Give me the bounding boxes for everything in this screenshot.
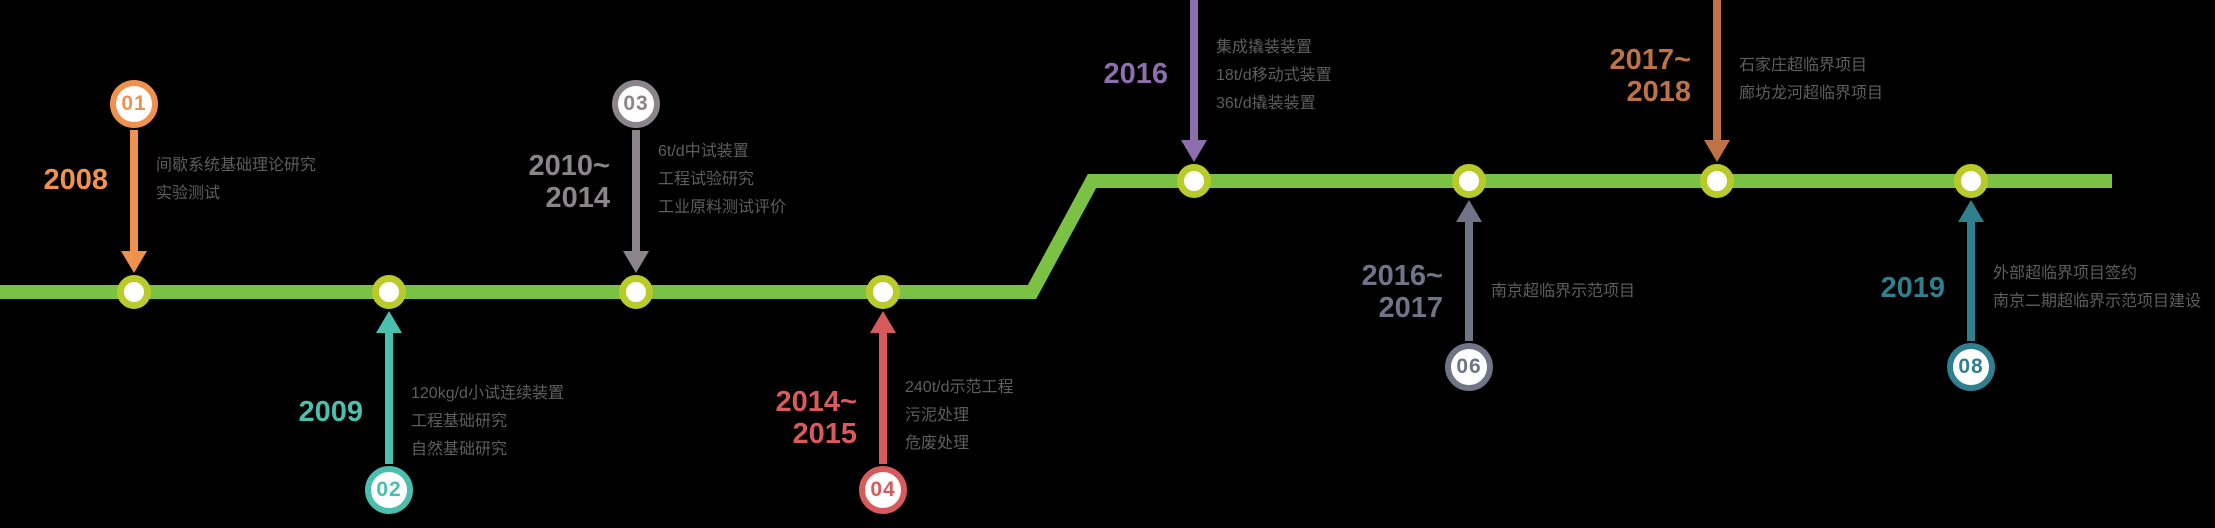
arrow-up-icon [385, 333, 393, 464]
arrowhead-down-icon [1181, 140, 1207, 162]
milestone-number: 08 [1958, 355, 1984, 378]
arrowhead-up-icon [1456, 200, 1482, 222]
milestone-year: 2008 [43, 164, 108, 196]
arrowhead-up-icon [1958, 200, 1984, 222]
timeline-node [1954, 164, 1988, 198]
milestone-number-badge: 02 [365, 466, 413, 514]
milestone-year: 2019 [1880, 272, 1945, 304]
milestone-number: 01 [121, 92, 147, 115]
milestone-description: 120kg/d小试连续装置 工程基础研究 自然基础研究 [411, 385, 564, 458]
arrow-up-icon [1465, 222, 1473, 341]
arrowhead-up-icon [376, 311, 402, 333]
milestone-year: 2016 [1103, 58, 1168, 90]
milestone-number: 04 [870, 478, 896, 501]
arrow-down-icon [1190, 0, 1198, 140]
milestone-number: 02 [376, 478, 402, 501]
milestone-number-badge: 01 [110, 80, 158, 128]
milestone-description: 外部超临界项目签约 南京二期超临界示范项目建设 [1993, 265, 2202, 310]
milestone-description: 石家庄超临界项目 廊坊龙河超临界项目 [1739, 57, 1884, 102]
arrow-up-icon [1967, 222, 1975, 341]
milestone-year: 2010~ 2014 [528, 150, 610, 215]
milestone-description: 集成撬装装置 18t/d移动式装置 36t/d撬装装置 [1216, 39, 1332, 112]
milestone-description: 间歇系统基础理论研究 实验测试 [156, 157, 317, 202]
timeline-node [866, 275, 900, 309]
milestone-number-badge: 04 [859, 466, 907, 514]
timeline-node [619, 275, 653, 309]
milestone-number: 06 [1456, 355, 1482, 378]
arrowhead-down-icon [121, 251, 147, 273]
milestone-description: 240t/d示范工程 污泥处理 危废处理 [905, 379, 1014, 452]
arrow-down-icon [130, 130, 138, 251]
milestone-number-badge: 08 [1947, 343, 1995, 391]
timeline-node [1700, 164, 1734, 198]
timeline-node [372, 275, 406, 309]
arrowhead-up-icon [870, 311, 896, 333]
arrowhead-down-icon [1704, 140, 1730, 162]
timeline-node [1452, 164, 1486, 198]
timeline-node [1177, 164, 1211, 198]
arrow-up-icon [879, 333, 887, 464]
arrowhead-down-icon [623, 251, 649, 273]
milestone-year: 2009 [298, 396, 363, 428]
arrow-down-icon [632, 130, 640, 251]
arrow-down-icon [1713, 0, 1721, 140]
milestone-number: 03 [623, 92, 649, 115]
milestone-description: 南京超临界示范项目 [1491, 283, 1636, 300]
milestone-year: 2017~ 2018 [1609, 44, 1691, 109]
milestone-year: 2016~ 2017 [1361, 260, 1443, 325]
milestone-number-badge: 03 [612, 80, 660, 128]
milestone-description: 6t/d中试装置 工程试验研究 工业原料测试评价 [658, 143, 787, 216]
timeline-node [117, 275, 151, 309]
milestone-year: 2014~ 2015 [775, 386, 857, 451]
milestone-number-badge: 06 [1445, 343, 1493, 391]
